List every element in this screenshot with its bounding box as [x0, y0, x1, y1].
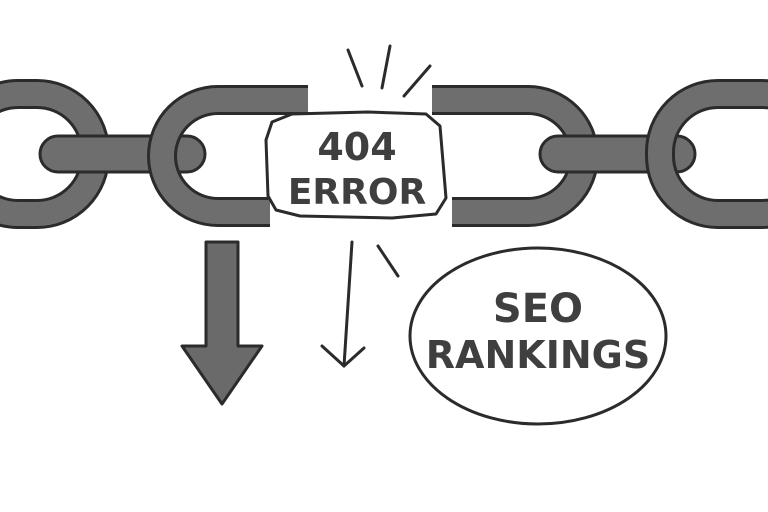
rankings-text: RANKINGS [426, 333, 650, 377]
broken-chain-icon [0, 79, 308, 229]
spark-line-top-right [402, 64, 432, 98]
seo-rankings-oval [408, 246, 668, 426]
spark-line-top-middle [380, 44, 392, 90]
spark-lines-icon [346, 44, 432, 278]
error-label-text: ERROR [288, 172, 426, 213]
error-tag: 404 ERROR [264, 110, 448, 220]
thin-down-arrow-icon [320, 240, 366, 368]
seo-rankings-badge: SEO RANKINGS [408, 246, 668, 426]
error-tag-shape [264, 110, 448, 220]
spark-line-top-left [346, 48, 364, 88]
chain-link-left-inner [38, 134, 207, 174]
error-code-text: 404 [317, 125, 396, 169]
down-arrow-icon [180, 240, 264, 406]
spark-line-bottom-right [376, 244, 400, 278]
broken-chain-right [432, 79, 768, 229]
seo-text: SEO [493, 286, 583, 332]
